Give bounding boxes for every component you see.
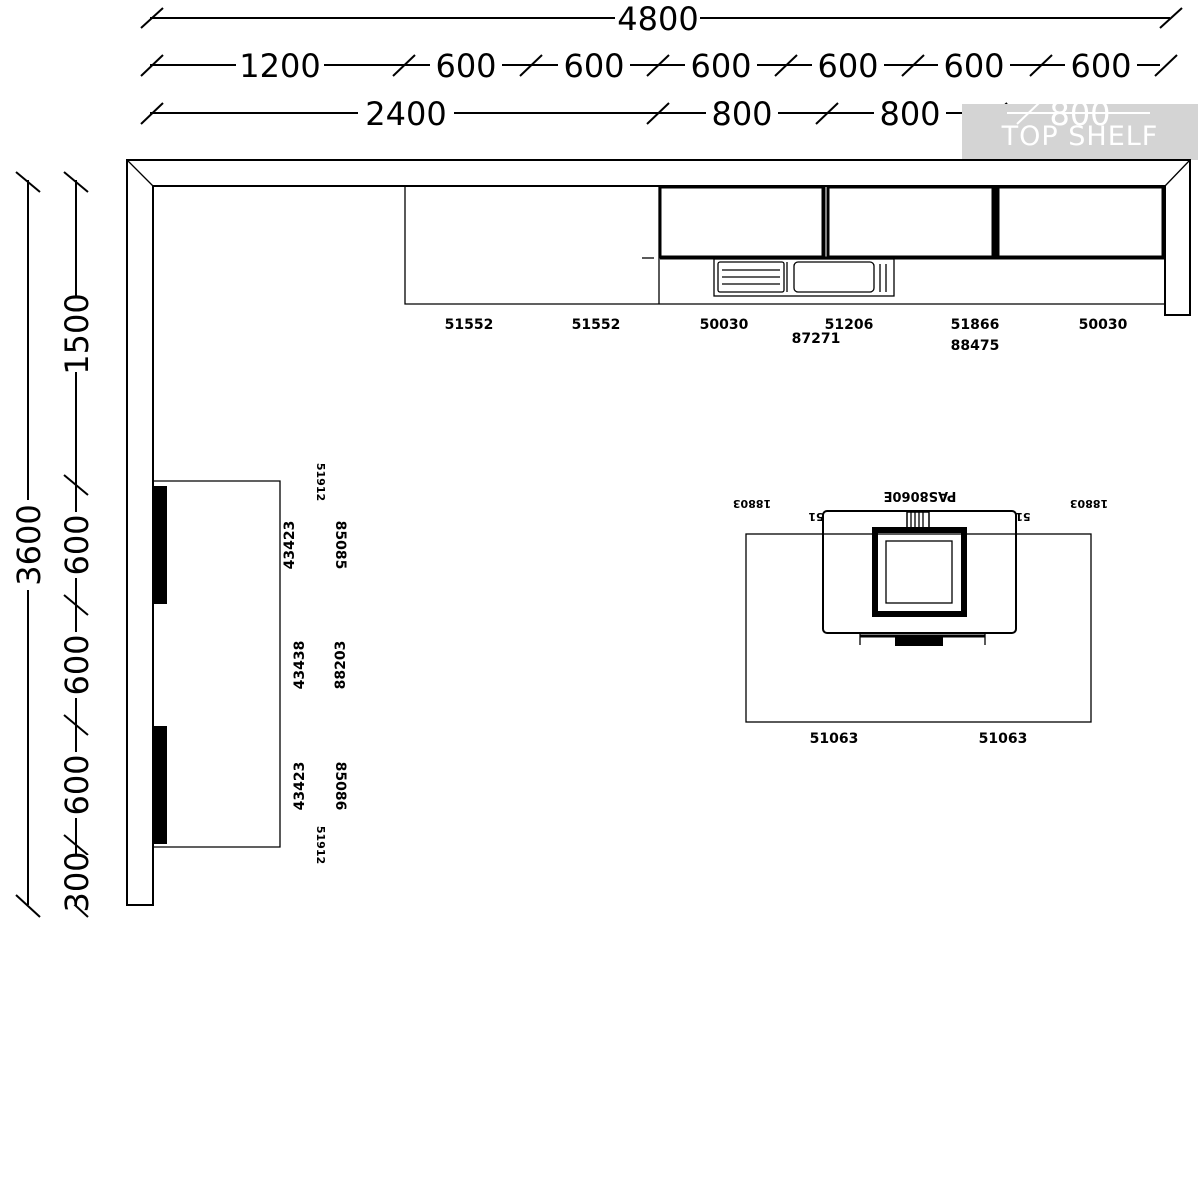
wall-cabinet-2 — [826, 185, 995, 259]
dimension-row-total-width: 4800 — [140, 0, 1183, 38]
dimension-col-parts: 1500 600 600 600 300 — [58, 171, 96, 918]
back-label-1: 51552 — [445, 317, 494, 333]
walls — [126, 159, 1191, 906]
back-wall-labels: 51552 51552 50030 51206 51866 50030 8727… — [445, 317, 1128, 354]
dimension-row-units: 1200 600 600 600 600 600 600 — [140, 47, 1178, 85]
island-bottom-label-1: 51063 — [810, 731, 859, 747]
dimension-col-total-depth: 3600 — [10, 171, 48, 918]
dim-section-4: 800 — [1049, 95, 1110, 133]
back-wall-cabinets — [404, 185, 1165, 305]
island-side-label-left: 18803 — [733, 497, 771, 510]
dim-section-1: 2400 — [365, 95, 446, 133]
island-hob-surround — [822, 510, 1017, 634]
dim-section-3: 800 — [879, 95, 940, 133]
back-label-2: 51552 — [572, 317, 621, 333]
dim-unit-2: 600 — [435, 47, 496, 85]
back-label-6: 50030 — [1079, 317, 1128, 333]
watermark-text: TOP SHELF — [1001, 121, 1159, 152]
dim-unit-5: 600 — [817, 47, 878, 85]
watermark: 800 TOP SHELF — [962, 95, 1198, 160]
dim-unit-3: 600 — [563, 47, 624, 85]
left-label-mid-b: 88203 — [333, 641, 349, 690]
island-side-label-right: 18803 — [1070, 497, 1108, 510]
left-wall-labels: 51912 43423 85085 43438 88203 43423 8508… — [282, 463, 349, 864]
cooktop-icon — [859, 511, 986, 646]
left-label-top-c: 85085 — [332, 521, 348, 570]
dim-unit-4: 600 — [690, 47, 751, 85]
left-label-mid-a: 43438 — [292, 641, 308, 690]
left-label-bot-c: 51912 — [314, 826, 327, 864]
dim-unit-6: 600 — [943, 47, 1004, 85]
back-sub-label-2: 88475 — [951, 338, 1000, 354]
kitchen-island: PAS8060E 18803 18803 51 51 51063 51063 — [733, 488, 1108, 747]
left-label-top-b: 43423 — [282, 521, 298, 570]
appliance-block-bottom — [153, 726, 167, 844]
island-small-label-left: 51 — [808, 510, 823, 523]
dim-part-1: 1500 — [58, 293, 96, 374]
back-label-3: 50030 — [700, 317, 749, 333]
back-label-5: 51866 — [951, 317, 1000, 333]
appliance-block-top — [153, 486, 167, 604]
back-label-4: 51206 — [825, 317, 874, 333]
island-bottom-label-2: 51063 — [979, 731, 1028, 747]
island-hood-label: PAS8060E — [884, 488, 957, 503]
island-base — [745, 533, 1092, 723]
left-label-top-a: 51912 — [314, 463, 327, 501]
dim-part-3: 600 — [58, 634, 96, 695]
dim-section-2: 800 — [711, 95, 772, 133]
dim-part-4: 600 — [58, 754, 96, 815]
back-sub-label-1: 87271 — [792, 331, 841, 347]
dim-total-depth: 3600 — [10, 504, 48, 585]
island-small-label-right: 51 — [1015, 510, 1030, 523]
dim-unit-7: 600 — [1070, 47, 1131, 85]
dim-unit-1: 1200 — [239, 47, 320, 85]
left-label-bot-a: 43423 — [292, 762, 308, 811]
left-wall-cabinets — [153, 480, 281, 848]
dim-total-width: 4800 — [617, 0, 698, 38]
dim-part-5: 300 — [58, 851, 96, 912]
left-label-bot-b: 85086 — [332, 762, 348, 811]
sink-icon — [713, 258, 895, 297]
wall-cabinet-1 — [658, 185, 825, 259]
dim-part-2: 600 — [58, 514, 96, 575]
wall-cabinet-3 — [996, 185, 1165, 259]
